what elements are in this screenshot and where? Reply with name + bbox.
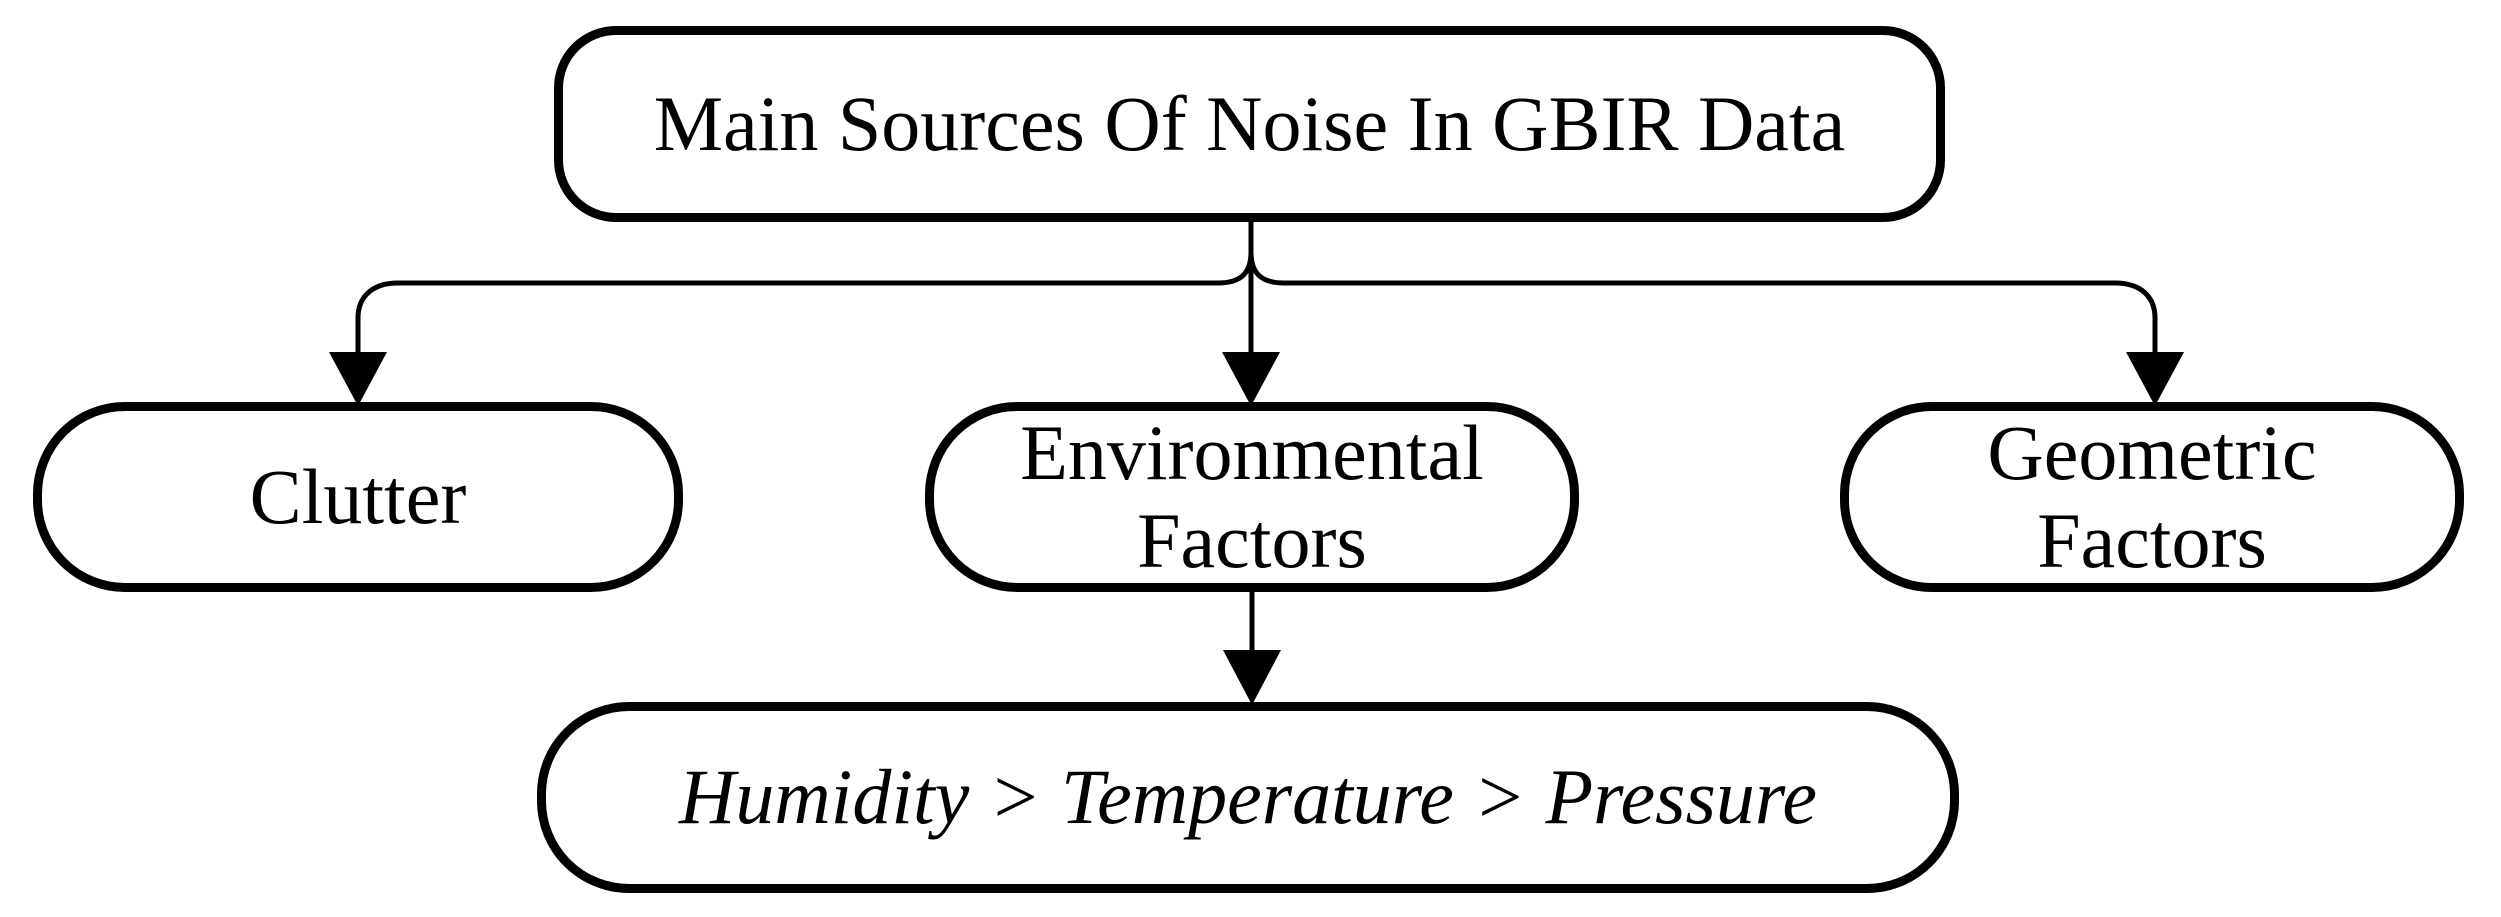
edge-root-to-clutter [355,251,1254,354]
node-environmental-factors: Environmental Factors [925,402,1579,592]
edge-root-to-geometric [1248,251,2158,354]
node-environmental-factors-label: Environmental Factors [1020,408,1484,584]
node-humidity-temperature-pressure: Humidity > Temperature > Pressure [537,702,1959,893]
node-clutter: Clutter [33,402,683,592]
node-clutter-label: Clutter [249,452,467,540]
node-geometric-factors: Geometric Factors [1840,402,2464,592]
arrowhead-ranking [1223,650,1281,705]
arrowhead-environmental [1222,352,1280,406]
arrowhead-geometric [2126,352,2184,406]
node-main-sources-label: Main Sources Of Noise In GBIR Data [653,79,1846,167]
node-geometric-factors-label: Geometric Factors [1987,408,2317,584]
arrowhead-clutter [329,352,387,406]
node-main-sources-of-noise: Main Sources Of Noise In GBIR Data [554,26,1945,222]
node-humidity-temperature-pressure-label: Humidity > Temperature > Pressure [679,753,1817,841]
